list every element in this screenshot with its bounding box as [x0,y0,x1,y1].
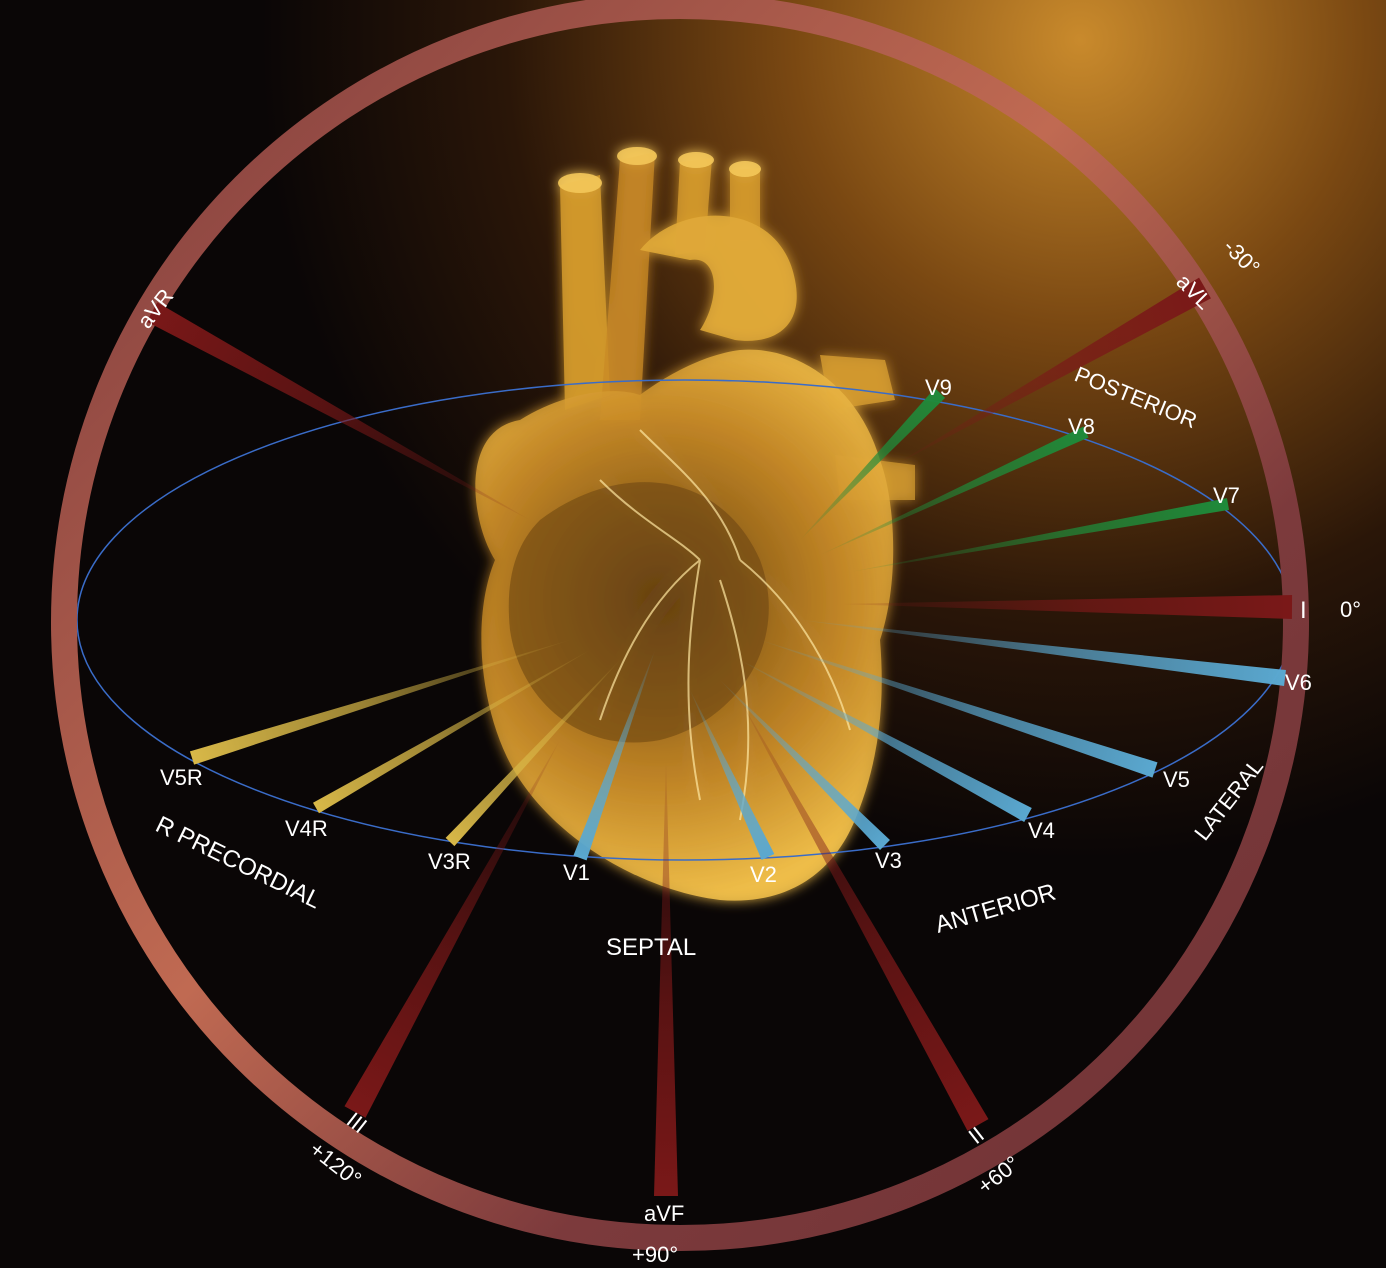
lead-label-v7: V7 [1213,483,1240,508]
lead-label-v8: V8 [1068,414,1095,439]
lead-label-v9: V9 [925,375,952,400]
lead-label-v2: V2 [750,862,777,887]
lead-label-v4r: V4R [285,816,328,841]
lead-label-v6: V6 [1285,670,1312,695]
lead-label-v5r: V5R [160,765,203,790]
angle-label-plus90: +90° [632,1242,678,1267]
region-label-septal: SEPTAL [606,934,696,961]
angle-label-0: 0° [1340,597,1361,622]
lead-label-v3: V3 [875,848,902,873]
lead-label-v1: V1 [563,860,590,885]
lead-label-v5: V5 [1163,767,1190,792]
lead-label-v3r: V3R [428,849,471,874]
lead-label-i: I [1300,597,1307,624]
lead-label-v4: V4 [1028,818,1055,843]
lead-label-avf: aVF [644,1201,684,1226]
